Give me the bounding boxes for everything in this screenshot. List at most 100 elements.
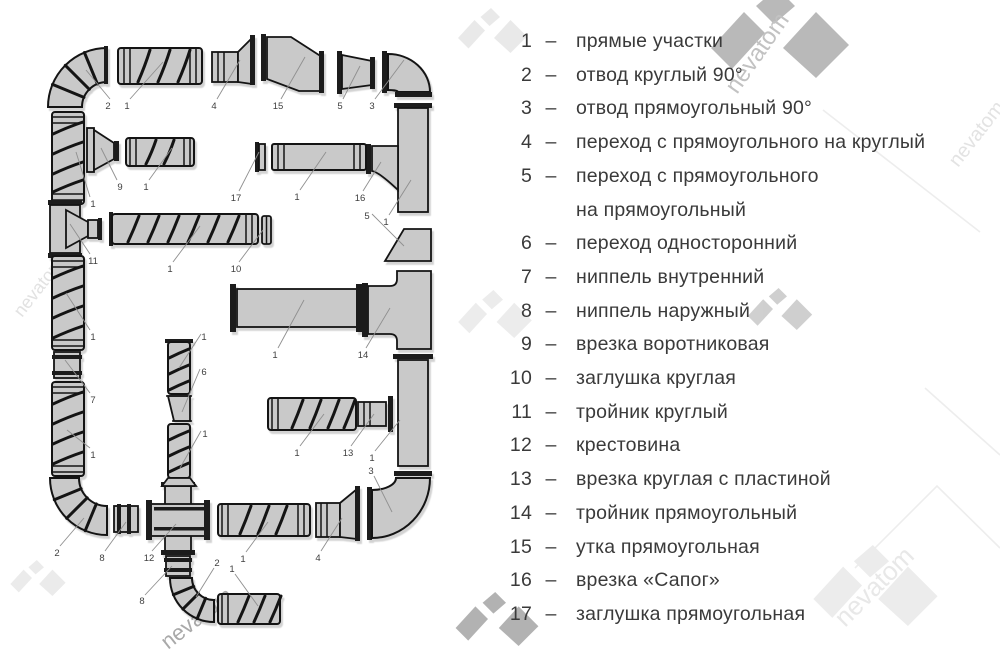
legend-item: 13–врезка круглая с пластиной: [462, 463, 998, 497]
svg-text:1: 1: [124, 101, 129, 112]
legend-dash: –: [545, 367, 557, 390]
callout: 12: [144, 523, 177, 564]
callout: 3: [368, 466, 393, 513]
spiral-duct: [51, 255, 85, 351]
collar-tap: [86, 127, 119, 173]
legend-item: 1–прямые участки: [462, 25, 998, 59]
legend-item: 15–утка прямоугольная: [462, 531, 998, 565]
callout: 4: [211, 59, 241, 112]
legend-item-number: 12: [509, 434, 532, 457]
cross-fitting: [146, 482, 210, 555]
legend-item-number: 11: [511, 400, 532, 423]
transition-one-sided: [166, 395, 192, 422]
svg-text:4: 4: [315, 553, 320, 564]
legend-dash: –: [545, 131, 557, 154]
legend-item-label: тройник круглый: [576, 400, 729, 423]
legend-dash: –: [545, 164, 557, 187]
rect-duct-vertical: [394, 103, 432, 213]
legend-item-label: переход односторонний: [576, 232, 798, 255]
legend-item-number: 7: [520, 265, 532, 288]
svg-text:1: 1: [201, 332, 206, 343]
rect-duct-vertical: [393, 354, 433, 467]
legend-dash: –: [545, 501, 557, 524]
svg-text:7: 7: [90, 395, 95, 406]
tap-with-plate: [357, 396, 393, 432]
legend-item-number: 13: [509, 468, 532, 491]
svg-text:10: 10: [231, 264, 242, 275]
legend-dash: –: [545, 299, 557, 322]
svg-text:9: 9: [117, 182, 122, 193]
svg-text:1: 1: [90, 450, 95, 461]
transition-rect-round: [211, 35, 255, 86]
nipple-inner: [52, 351, 82, 379]
legend-item-number: 15: [509, 535, 532, 558]
callout: 3: [369, 59, 405, 112]
callout: 5: [337, 65, 361, 112]
elbow-round-bottom-left: [48, 477, 108, 537]
duct-assembly: [46, 34, 433, 625]
rect-plug: [255, 142, 266, 172]
round-plug: [261, 215, 272, 245]
legend-item-label: врезка круглая с пластиной: [576, 468, 831, 491]
legend-item: 12–крестовина: [462, 429, 998, 463]
callout: 15: [273, 56, 306, 112]
straight-duct: [271, 143, 367, 171]
legend-item: 8–ниппель наружный: [462, 295, 998, 329]
callout: 1: [179, 429, 208, 469]
legend-dash: –: [545, 434, 557, 457]
tee-round: [48, 200, 102, 258]
legend-item: 16–врезка «Сапог»: [462, 564, 998, 598]
svg-text:1: 1: [369, 453, 374, 464]
svg-text:16: 16: [355, 193, 366, 204]
callout: 11: [69, 223, 98, 267]
duck-rectangular: [261, 34, 324, 93]
spiral-duct: [217, 593, 283, 625]
legend-dash: –: [545, 232, 557, 255]
callout: 13: [343, 413, 375, 459]
spiral-duct: [51, 381, 85, 477]
legend-item-number: 4: [520, 131, 532, 154]
callout: 5: [364, 211, 405, 247]
svg-text:8: 8: [99, 553, 104, 564]
spiral-duct: [109, 212, 259, 246]
transition-rect-rect: [337, 51, 375, 94]
legend-item-number: 17: [509, 602, 532, 625]
svg-text:14: 14: [358, 350, 369, 361]
callout: 1: [369, 419, 401, 464]
legend-item-label: отвод круглый 90°: [576, 63, 743, 86]
spiral-duct: [165, 339, 193, 395]
svg-text:1: 1: [143, 182, 148, 193]
legend-item: 10–заглушка круглая: [462, 362, 998, 396]
legend-item-label: заглушка круглая: [576, 367, 737, 390]
legend-item-label: врезка воротниковая: [576, 333, 770, 356]
legend-item: 11–тройник круглый: [462, 396, 998, 430]
svg-text:6: 6: [201, 367, 206, 378]
svg-text:3: 3: [368, 466, 373, 477]
callout: 17: [231, 151, 260, 204]
legend-item-label: переход с прямоугольного на круглый: [576, 131, 926, 154]
rect-duct-horizontal: [230, 284, 362, 332]
callout: 1: [294, 151, 327, 203]
spiral-duct: [267, 397, 357, 431]
spiral-duct: [125, 137, 195, 167]
callout: 10: [231, 229, 264, 275]
callout: 1: [178, 332, 207, 369]
legend-dash: –: [545, 333, 557, 356]
svg-text:8: 8: [139, 596, 144, 607]
legend-item: 3–отвод прямоугольный 90°: [462, 92, 998, 126]
svg-text:17: 17: [231, 193, 242, 204]
callout: 8: [139, 565, 173, 607]
callout: 9: [100, 147, 123, 193]
legend-item: 6–переход односторонний: [462, 227, 998, 261]
legend-dash: –: [545, 569, 557, 592]
svg-text:2: 2: [105, 101, 110, 112]
callout: 1: [75, 151, 96, 210]
elbow-round-bottom-mid: [168, 577, 215, 624]
callout: 8: [99, 521, 127, 564]
spiral-duct: [217, 503, 311, 537]
svg-text:1: 1: [202, 429, 207, 440]
transition-rect-rect: [383, 228, 432, 262]
legend-item-number: 14: [509, 501, 532, 524]
callout: 7: [64, 359, 96, 406]
